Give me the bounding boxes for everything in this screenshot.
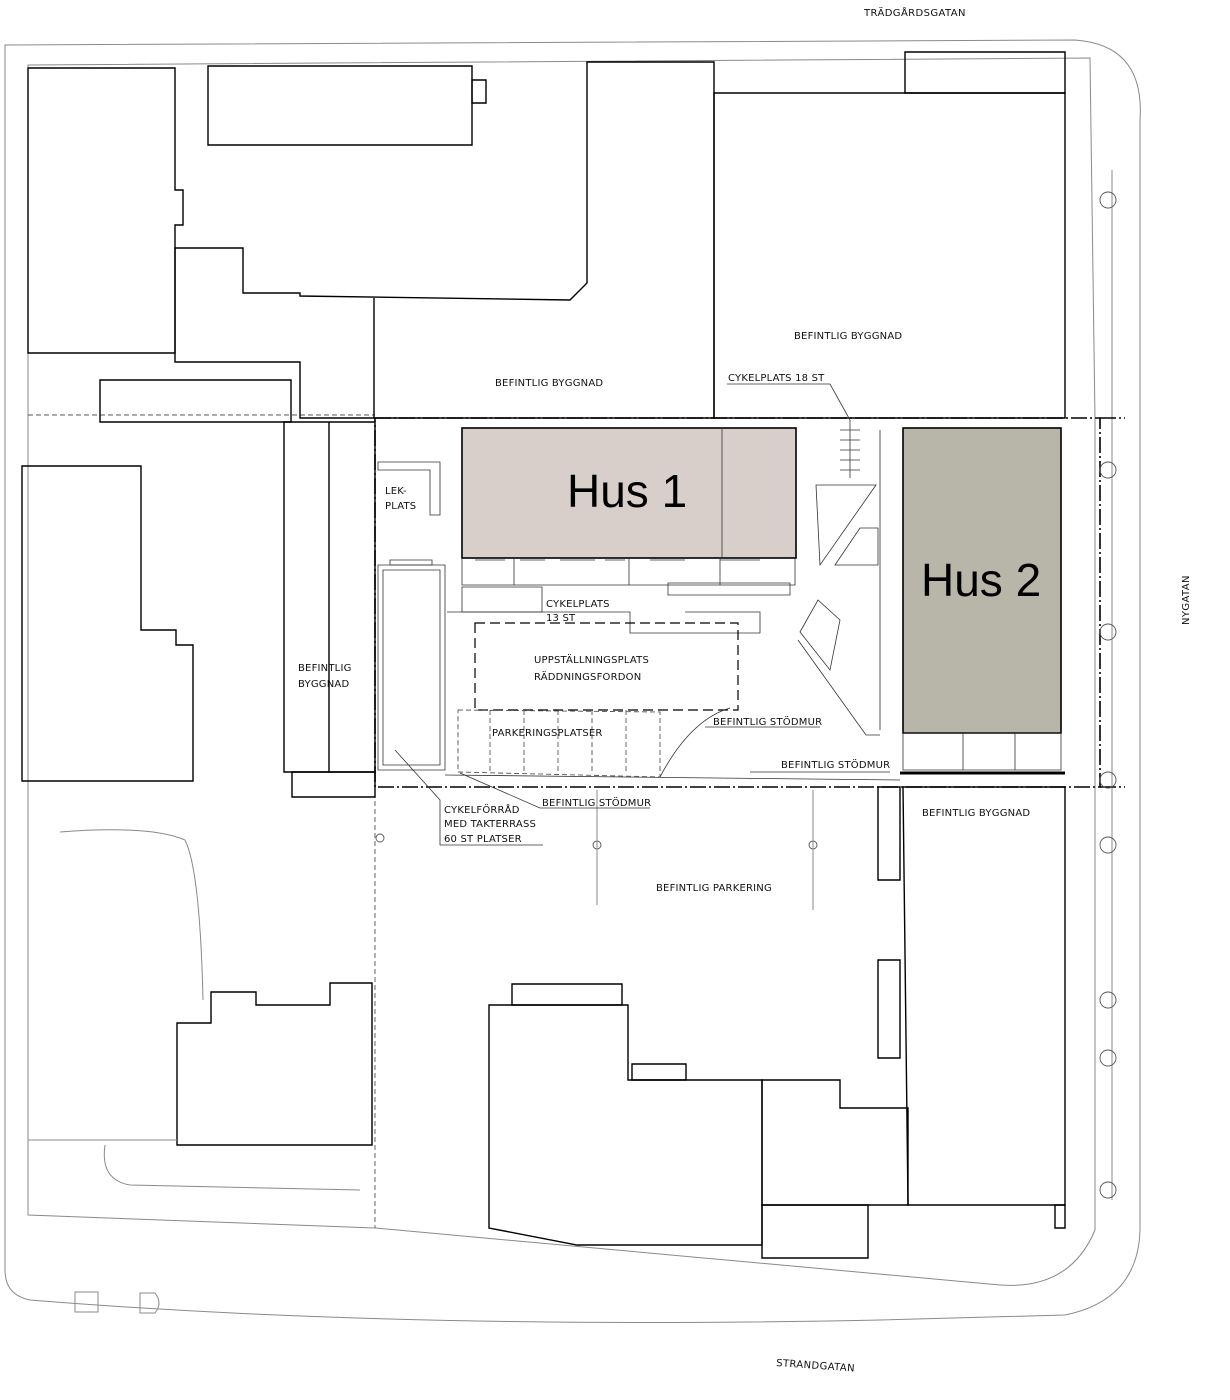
existing-building-south-east-low — [761, 1204, 869, 1259]
hus2-footprint — [902, 427, 1062, 734]
planting-triangle-2 — [834, 527, 879, 566]
curb-inner — [27, 57, 1096, 1286]
label-existing-building-west-2: BYGGNAD — [298, 679, 349, 690]
label-bike-13-1: CYKELPLATS — [546, 599, 610, 610]
label-bike-store-3: 60 ST PLATSER — [444, 834, 522, 845]
street-name-north: TRÄDGÅRDSGATAN — [863, 6, 966, 19]
sw-shapes — [74, 1291, 160, 1314]
leader-bike-store — [394, 749, 543, 846]
label-bike-13-2: 13 ST — [546, 613, 576, 624]
label-existing-building-north: BEFINTLIG BYGGNAD — [495, 378, 603, 389]
planting-triangle-1 — [815, 484, 877, 567]
existing-building-south-chimney — [631, 1063, 687, 1081]
label-existing-building-west-1: BEFINTLIG — [298, 663, 352, 674]
label-retaining-wall-1: BEFINTLIG STÖDMUR — [713, 715, 822, 728]
existing-building-ne — [713, 92, 1066, 419]
existing-building-north-small — [207, 65, 473, 146]
existing-building-se-small — [1054, 1204, 1066, 1229]
leader-bike-18 — [727, 383, 851, 421]
rescue-area — [474, 622, 739, 711]
existing-building-north-shed — [99, 379, 292, 423]
existing-building-se — [902, 786, 1066, 1206]
planting-triangle-3 — [799, 599, 841, 671]
courtyard-path — [797, 639, 880, 736]
label-play-1: LEK- — [385, 486, 407, 497]
hus2-label: Hus 2 — [921, 554, 1041, 606]
label-parking-spaces: PARKERINGSPLATSER — [492, 728, 603, 739]
retaining-wall-south — [444, 774, 901, 781]
street-curb — [4, 39, 1141, 1323]
play-area — [377, 461, 441, 516]
bike-rack-13 — [461, 582, 791, 613]
ramp — [447, 611, 761, 634]
existing-building-se-strip — [877, 786, 901, 881]
label-rescue-2: RÄDDNINGSFORDON — [534, 670, 641, 683]
label-existing-building-se: BEFINTLIG BYGGNAD — [922, 808, 1030, 819]
parking-guide-lines — [596, 790, 814, 910]
street-name-east: NYGATAN — [1181, 575, 1192, 625]
label-retaining-wall-2: BEFINTLIG STÖDMUR — [781, 758, 890, 771]
street-name-south: STRANDGATAN — [776, 1358, 855, 1374]
label-bike-18: CYKELPLATS 18 ST — [728, 373, 825, 384]
bike-rack-18 — [840, 420, 860, 478]
existing-building-south — [488, 1004, 763, 1246]
parking-area — [457, 709, 661, 778]
label-existing-building-ne: BEFINTLIG BYGGNAD — [794, 331, 902, 342]
label-play-2: PLATS — [385, 501, 416, 512]
existing-building-west-annex — [291, 771, 376, 798]
bike-store — [377, 564, 446, 771]
hus1-balconies — [461, 558, 796, 586]
label-bike-store-1: CYKELFÖRRÅD — [444, 803, 520, 816]
existing-building-sw — [176, 982, 373, 1146]
hus1-label: Hus 1 — [567, 465, 687, 517]
label-retaining-wall-3: BEFINTLIG STÖDMUR — [542, 796, 651, 809]
existing-building-west — [21, 465, 194, 782]
bike-store-hatch — [389, 559, 433, 566]
hus2-balconies — [879, 430, 1062, 771]
lot-line-sw — [28, 829, 361, 1191]
label-bike-store-2: MED TAKTERRASS — [444, 819, 536, 830]
label-existing-parking: BEFINTLIG PARKERING — [656, 883, 772, 894]
leader-retaining-3 — [459, 772, 650, 809]
existing-building-ne-top — [904, 51, 1066, 94]
existing-building-south-top — [511, 983, 623, 1006]
existing-building-north-block — [174, 61, 715, 419]
existing-building-se-strip2 — [877, 959, 901, 1059]
street-trees — [1099, 191, 1117, 1199]
existing-building-south-east — [761, 1079, 909, 1206]
existing-building-north-chimney — [471, 79, 487, 104]
label-rescue-1: UPPSTÄLLNINGSPLATS — [534, 653, 649, 666]
retaining-wall-curve — [659, 707, 731, 778]
hus1-footprint — [461, 427, 797, 559]
existing-building-nw — [27, 67, 184, 354]
